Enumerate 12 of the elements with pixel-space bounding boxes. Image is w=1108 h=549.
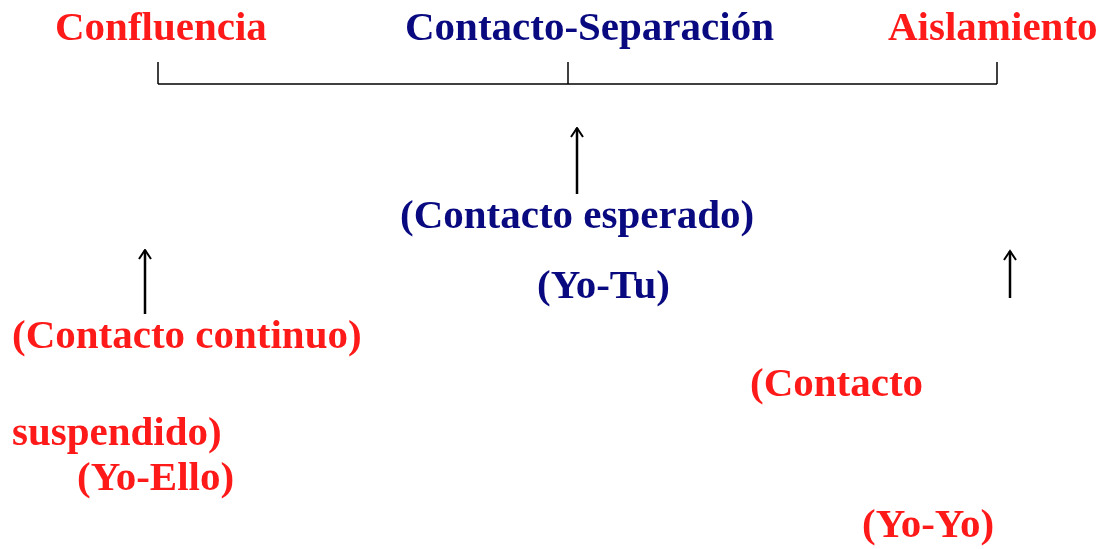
label-text: (Contacto: [750, 359, 924, 405]
arrow: [138, 249, 152, 314]
label-text: (Yo-Yo): [862, 500, 995, 546]
label-text: (Contacto esperado): [400, 191, 755, 237]
label-text: Aislamiento: [888, 3, 1098, 49]
label-text: suspendido): [12, 408, 222, 454]
label-text: Contacto-Separación: [405, 3, 774, 49]
label-text: (Yo-Tu): [537, 261, 670, 307]
arrow: [570, 127, 584, 194]
label-text: (Contacto continuo): [12, 311, 362, 357]
label-text: Confluencia: [55, 3, 267, 49]
label-text: (Yo-Ello): [77, 453, 235, 499]
